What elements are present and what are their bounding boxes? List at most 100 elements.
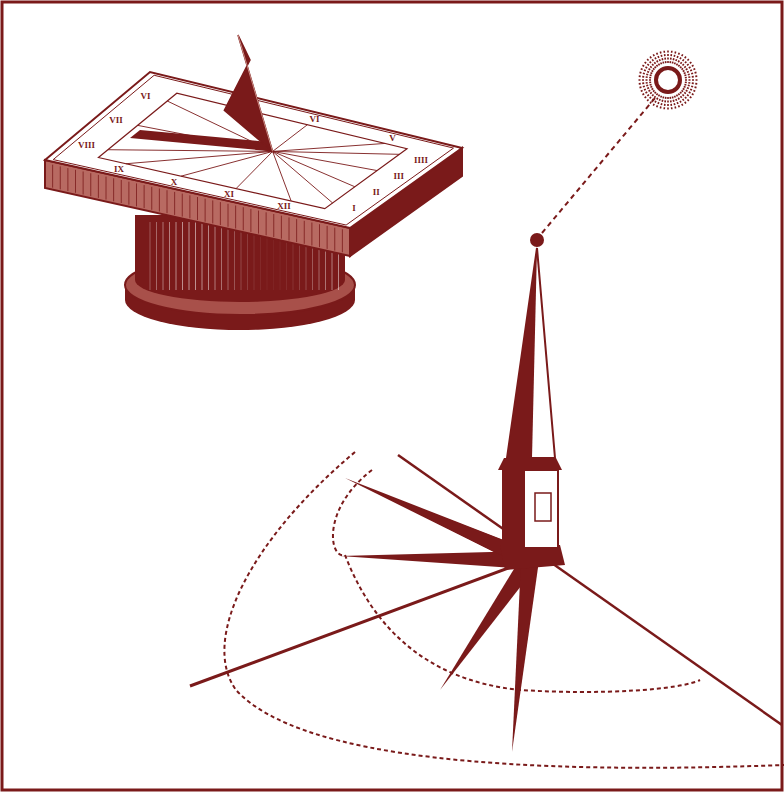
engraving-hatch (195, 222, 196, 290)
engraving-hatch (52, 165, 53, 188)
sun-rays (653, 54, 660, 65)
engraving-hatch (90, 173, 91, 196)
engraving-hatch (136, 183, 137, 206)
sun-rays (683, 65, 694, 72)
engraving-hatch (176, 222, 177, 290)
hour-line (273, 151, 400, 154)
sun-rays (640, 87, 652, 92)
hour-numeral: XII (277, 202, 291, 211)
spire-base-shade (503, 470, 525, 548)
sun-rays (664, 97, 666, 110)
sun-rays (672, 51, 675, 64)
engraving-hatch (281, 216, 282, 239)
sun-rays (667, 97, 669, 110)
sun-rays (670, 50, 672, 63)
sun-rays (677, 95, 684, 106)
engraving-hatch (215, 222, 216, 290)
engraving-hatch (250, 209, 251, 232)
hour-numeral: X (171, 177, 178, 186)
gnomon-edge (238, 35, 273, 151)
hour-line (181, 151, 273, 176)
engraving-hatch (208, 222, 209, 290)
spire-ball (530, 233, 544, 247)
sun-rays (672, 96, 675, 109)
engraving-hatch (156, 222, 157, 290)
hour-numeral: VI (310, 115, 320, 124)
sun-rays (638, 76, 651, 78)
hour-line (108, 150, 273, 152)
engraving-hatch (342, 229, 343, 252)
gnomon (224, 35, 272, 151)
sun-rays (677, 54, 684, 65)
engraving-hatch (212, 200, 213, 223)
engraving-hatch (128, 182, 129, 205)
engraving-hatch (67, 168, 68, 191)
hour-numeral: II (373, 187, 380, 196)
engraving-hatch (182, 222, 183, 290)
hour-line (273, 151, 355, 186)
engraving-hatch (266, 212, 267, 235)
spire-panel (535, 493, 551, 521)
engraving-hatch (273, 214, 274, 237)
hour-numeral: IX (114, 165, 124, 174)
shadow-path-curve (333, 470, 372, 555)
engraving-hatch (106, 177, 107, 200)
hour-numeral: VI (141, 91, 151, 100)
engraving-hatch (75, 170, 76, 193)
sun-rays (667, 50, 669, 63)
sun-rays (638, 82, 651, 84)
sun-rays (642, 89, 653, 96)
sun-rays (683, 89, 694, 96)
engraving-hatch (228, 204, 229, 227)
engraving-hatch (296, 219, 297, 242)
engraving-hatch (169, 222, 170, 290)
engraving-hatch (202, 222, 203, 290)
engraving-hatch (121, 180, 122, 203)
sun-rays (685, 79, 698, 81)
hour-line (273, 151, 377, 170)
engraving-hatch (83, 172, 84, 195)
sun-rays (660, 51, 663, 64)
sun-rays (684, 72, 697, 75)
hour-line (273, 151, 333, 203)
engraving-hatch (234, 222, 235, 290)
sun-rays (685, 82, 698, 84)
hour-line (273, 125, 308, 152)
engraving-hatch (167, 190, 168, 213)
sun (656, 68, 680, 92)
engraving-hatch (258, 211, 259, 234)
engraving-hatch (189, 195, 190, 218)
engraving-hatch (151, 187, 152, 210)
engraving-hatch (205, 199, 206, 222)
sun-rays (638, 79, 651, 81)
sun-rays (657, 52, 662, 64)
engraving-hatch (174, 192, 175, 215)
engraving-hatch (319, 224, 320, 247)
hour-numeral: IIII (414, 155, 428, 164)
hour-line (236, 151, 273, 188)
engraving-hatch (163, 222, 164, 290)
engraving-hatch (221, 222, 222, 290)
hour-numeral: III (393, 171, 404, 180)
engraving-hatch (45, 163, 46, 186)
hour-numeral: VIII (78, 140, 95, 149)
sun-rays (639, 72, 652, 75)
engraving-hatch (304, 221, 305, 244)
engraving-hatch (334, 228, 335, 251)
hour-numeral: VII (109, 116, 123, 125)
sun-ray (542, 98, 655, 233)
hour-numeral: I (352, 203, 356, 212)
engraving-hatch (311, 223, 312, 246)
engraving-hatch (144, 185, 145, 208)
spire-base (503, 470, 558, 548)
engraving-hatch (159, 189, 160, 212)
hour-numeral: V (389, 134, 396, 143)
engraving-hatch (243, 207, 244, 230)
engraving-hatch (327, 226, 328, 249)
hour-numeral: XI (224, 190, 234, 199)
spire-shadow (512, 559, 539, 752)
shadow-path-curve (224, 452, 784, 768)
